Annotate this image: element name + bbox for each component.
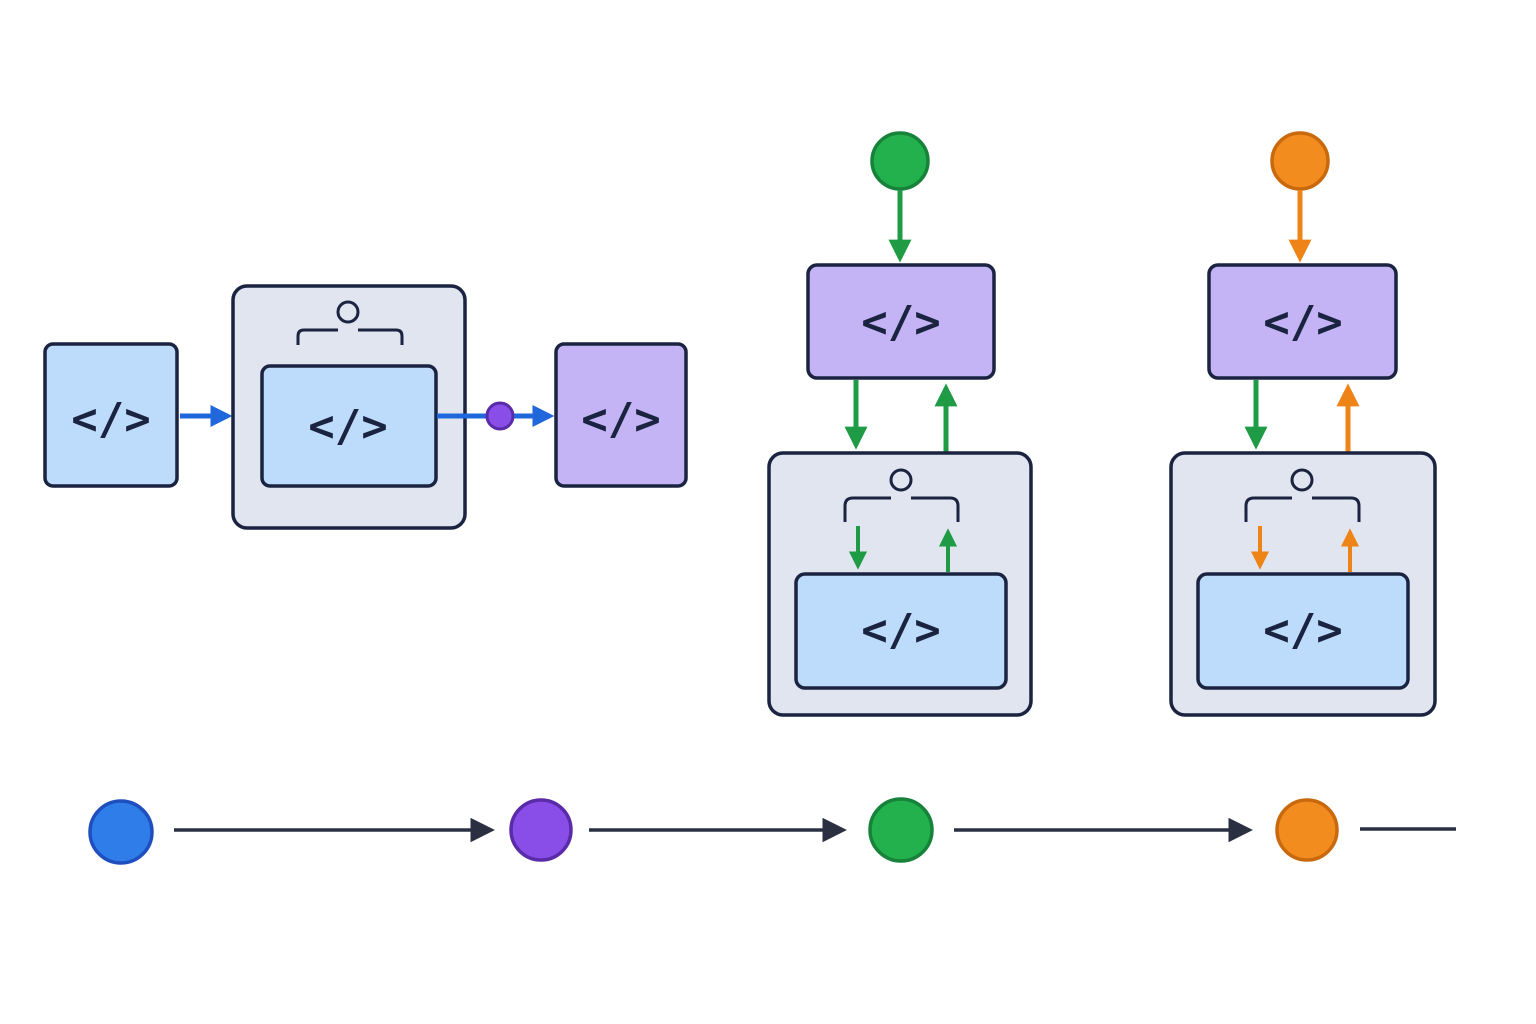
code-brackets-icon: </> — [581, 394, 660, 445]
code-block-alt-orange: </> — [1207, 263, 1398, 380]
container-with-user-green: </> — [767, 451, 1033, 717]
purple-dot — [485, 401, 515, 431]
code-brackets-icon: </> — [861, 297, 940, 348]
code-brackets-icon: </> — [71, 394, 150, 445]
green-source-node — [870, 131, 930, 191]
code-block-source: </> — [43, 342, 179, 488]
code-brackets-icon: </> — [1263, 605, 1342, 656]
orange-source-node — [1270, 131, 1330, 191]
container-with-user-orange: </> — [1169, 451, 1437, 717]
timeline-node-green — [868, 797, 934, 863]
user-hierarchy-icon — [296, 300, 404, 345]
container-with-user: </> — [231, 284, 467, 530]
code-brackets-icon: </> — [861, 605, 940, 656]
code-brackets-icon: </> — [1263, 297, 1342, 348]
code-block-inner-green: </> — [794, 572, 1008, 690]
timeline-node-purple — [509, 798, 573, 862]
orange-flow: </> </> — [1169, 131, 1437, 717]
timeline — [88, 797, 1456, 865]
timeline-node-orange — [1275, 798, 1339, 862]
code-block-inner-orange: </> — [1196, 572, 1410, 690]
green-flow: </> </> — [767, 131, 1033, 717]
user-hierarchy-icon — [1244, 468, 1361, 522]
code-block-alt-green: </> — [806, 263, 996, 380]
code-brackets-icon: </> — [308, 401, 387, 452]
code-block-alt: </> — [554, 342, 688, 488]
user-hierarchy-icon — [843, 468, 960, 522]
timeline-node-blue — [88, 799, 154, 865]
code-block-inner: </> — [260, 364, 438, 488]
left-flow: </> </> </> — [43, 284, 688, 530]
